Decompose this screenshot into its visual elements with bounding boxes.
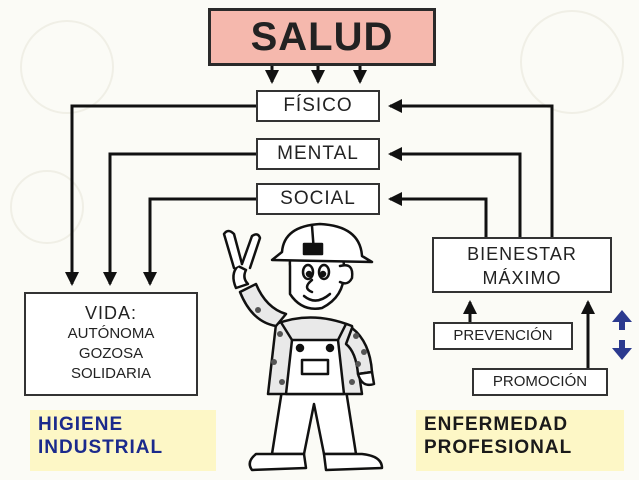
vida-box: VIDA: AUTÓNOMA GOZOSA SOLIDARIA	[24, 292, 198, 396]
social-label: SOCIAL	[280, 188, 356, 209]
arrow-bienestar-social	[388, 192, 488, 237]
worker-illustration	[222, 222, 384, 472]
higiene-line-2: INDUSTRIAL	[38, 437, 164, 458]
vida-line-solidaria: SOLIDARIA	[70, 365, 152, 382]
salud-label: SALUD	[250, 15, 394, 59]
salud-box: SALUD	[208, 8, 436, 66]
mental-label: MENTAL	[277, 143, 359, 164]
promocion-box: PROMOCIÓN	[472, 368, 608, 396]
prevencion-label: PREVENCIÓN	[453, 327, 553, 344]
up-down-arrows-icon	[612, 310, 632, 360]
fisico-label: FÍSICO	[283, 95, 353, 116]
enfermedad-line-1: ENFERMEDAD	[424, 414, 569, 435]
background-decoration	[10, 170, 84, 244]
promocion-label: PROMOCIÓN	[492, 373, 588, 390]
bienestar-box: BIENESTAR MÁXIMO	[432, 237, 612, 293]
arrow-social-vida	[143, 197, 256, 286]
arrow-bienestar-fisico	[388, 99, 554, 237]
vida-title: VIDA:	[84, 303, 137, 323]
arrow-mental-vida	[103, 152, 256, 286]
bienestar-line-1: BIENESTAR	[467, 244, 577, 264]
prevencion-box: PREVENCIÓN	[433, 322, 573, 350]
enfermedad-line-2: PROFESIONAL	[424, 437, 573, 458]
enfermedad-profesional-label: ENFERMEDAD PROFESIONAL	[416, 410, 624, 471]
higiene-industrial-label: HIGIENE INDUSTRIAL	[30, 410, 216, 471]
arrow-fisico-vida	[65, 104, 256, 286]
vida-line-gozosa: GOZOSA	[78, 345, 144, 362]
higiene-line-1: HIGIENE	[38, 414, 124, 435]
fisico-box: FÍSICO	[256, 90, 380, 122]
vida-line-autonoma: AUTÓNOMA	[67, 325, 155, 342]
background-decoration	[520, 10, 624, 114]
arrow-bienestar-mental	[388, 147, 522, 237]
bienestar-line-2: MÁXIMO	[482, 268, 562, 288]
background-decoration	[20, 20, 114, 114]
social-box: SOCIAL	[256, 183, 380, 215]
mental-box: MENTAL	[256, 138, 380, 170]
